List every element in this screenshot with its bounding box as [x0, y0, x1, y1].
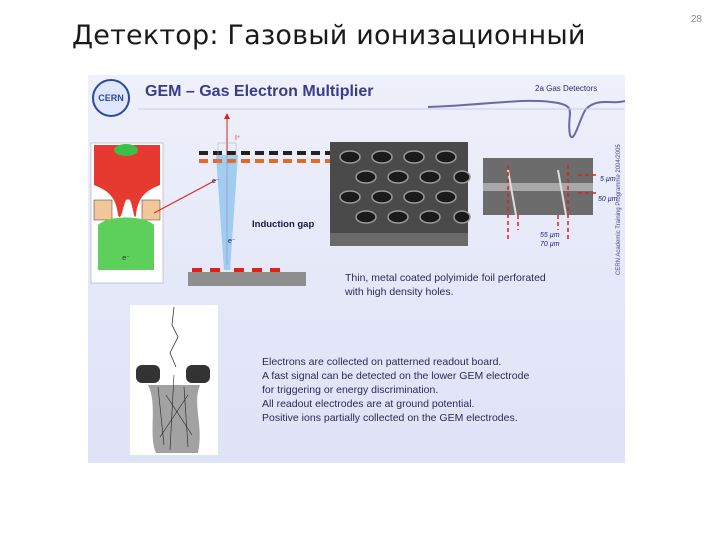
dimension-5um: 5 µm [600, 176, 616, 183]
hole-cross-section-micrograph: 5 µm 50 µm 55 µm 70 µm [483, 158, 618, 248]
readout-line: for triggering or energy discrimination. [262, 384, 439, 396]
readout-line: Electrons are collected on patterned rea… [262, 356, 502, 368]
field-cross-section: e⁻ [90, 142, 164, 284]
field-electron-label: e⁻ [122, 255, 130, 262]
electron-label-lower: e⁻ [228, 238, 236, 245]
induction-gap-label: Induction gap [252, 219, 314, 230]
embed-title: GEM – Gas Electron Multiplier [145, 83, 374, 100]
dimension-50um: 50 µm [598, 196, 618, 203]
electron-label-upper: e⁻ [212, 178, 220, 185]
gem-micrograph [330, 142, 471, 246]
pointer-line [153, 179, 217, 214]
readout-description: Electrons are collected on patterned rea… [262, 355, 529, 425]
header-wave-decoration [427, 99, 625, 139]
readout-board [188, 272, 306, 286]
dimension-55um: 55 µm [540, 232, 560, 239]
foil-line: with high density holes. [345, 286, 454, 298]
cern-logo: CERN [92, 79, 130, 117]
foil-line: Thin, metal coated polyimide foil perfor… [345, 272, 546, 284]
dimension-70um: 70 µm [540, 241, 560, 248]
avalanche-simulation-image [130, 305, 218, 455]
readout-line: All readout electrodes are at ground pot… [262, 398, 475, 410]
embedded-slide-image: e⁻ I⁺ e⁻ e⁻ Induction gap [88, 75, 625, 463]
slide-title: Детектор: Газовый ионизационный [72, 20, 586, 51]
gem-schematic: I⁺ e⁻ e⁻ Induction gap [188, 113, 333, 286]
gem-diagram-figure: e⁻ I⁺ e⁻ e⁻ Induction gap [90, 99, 625, 455]
section-label: 2a Gas Detectors [535, 84, 598, 93]
side-credit-text: CERN Academic Training Programme 2004/20… [616, 144, 622, 275]
ion-label: I⁺ [235, 135, 241, 142]
foil-description: Thin, metal coated polyimide foil perfor… [345, 271, 546, 299]
readout-line: A fast signal can be detected on the low… [262, 370, 530, 382]
readout-line: Positive ions partially collected on the… [262, 412, 518, 424]
page-number: 28 [690, 14, 702, 25]
